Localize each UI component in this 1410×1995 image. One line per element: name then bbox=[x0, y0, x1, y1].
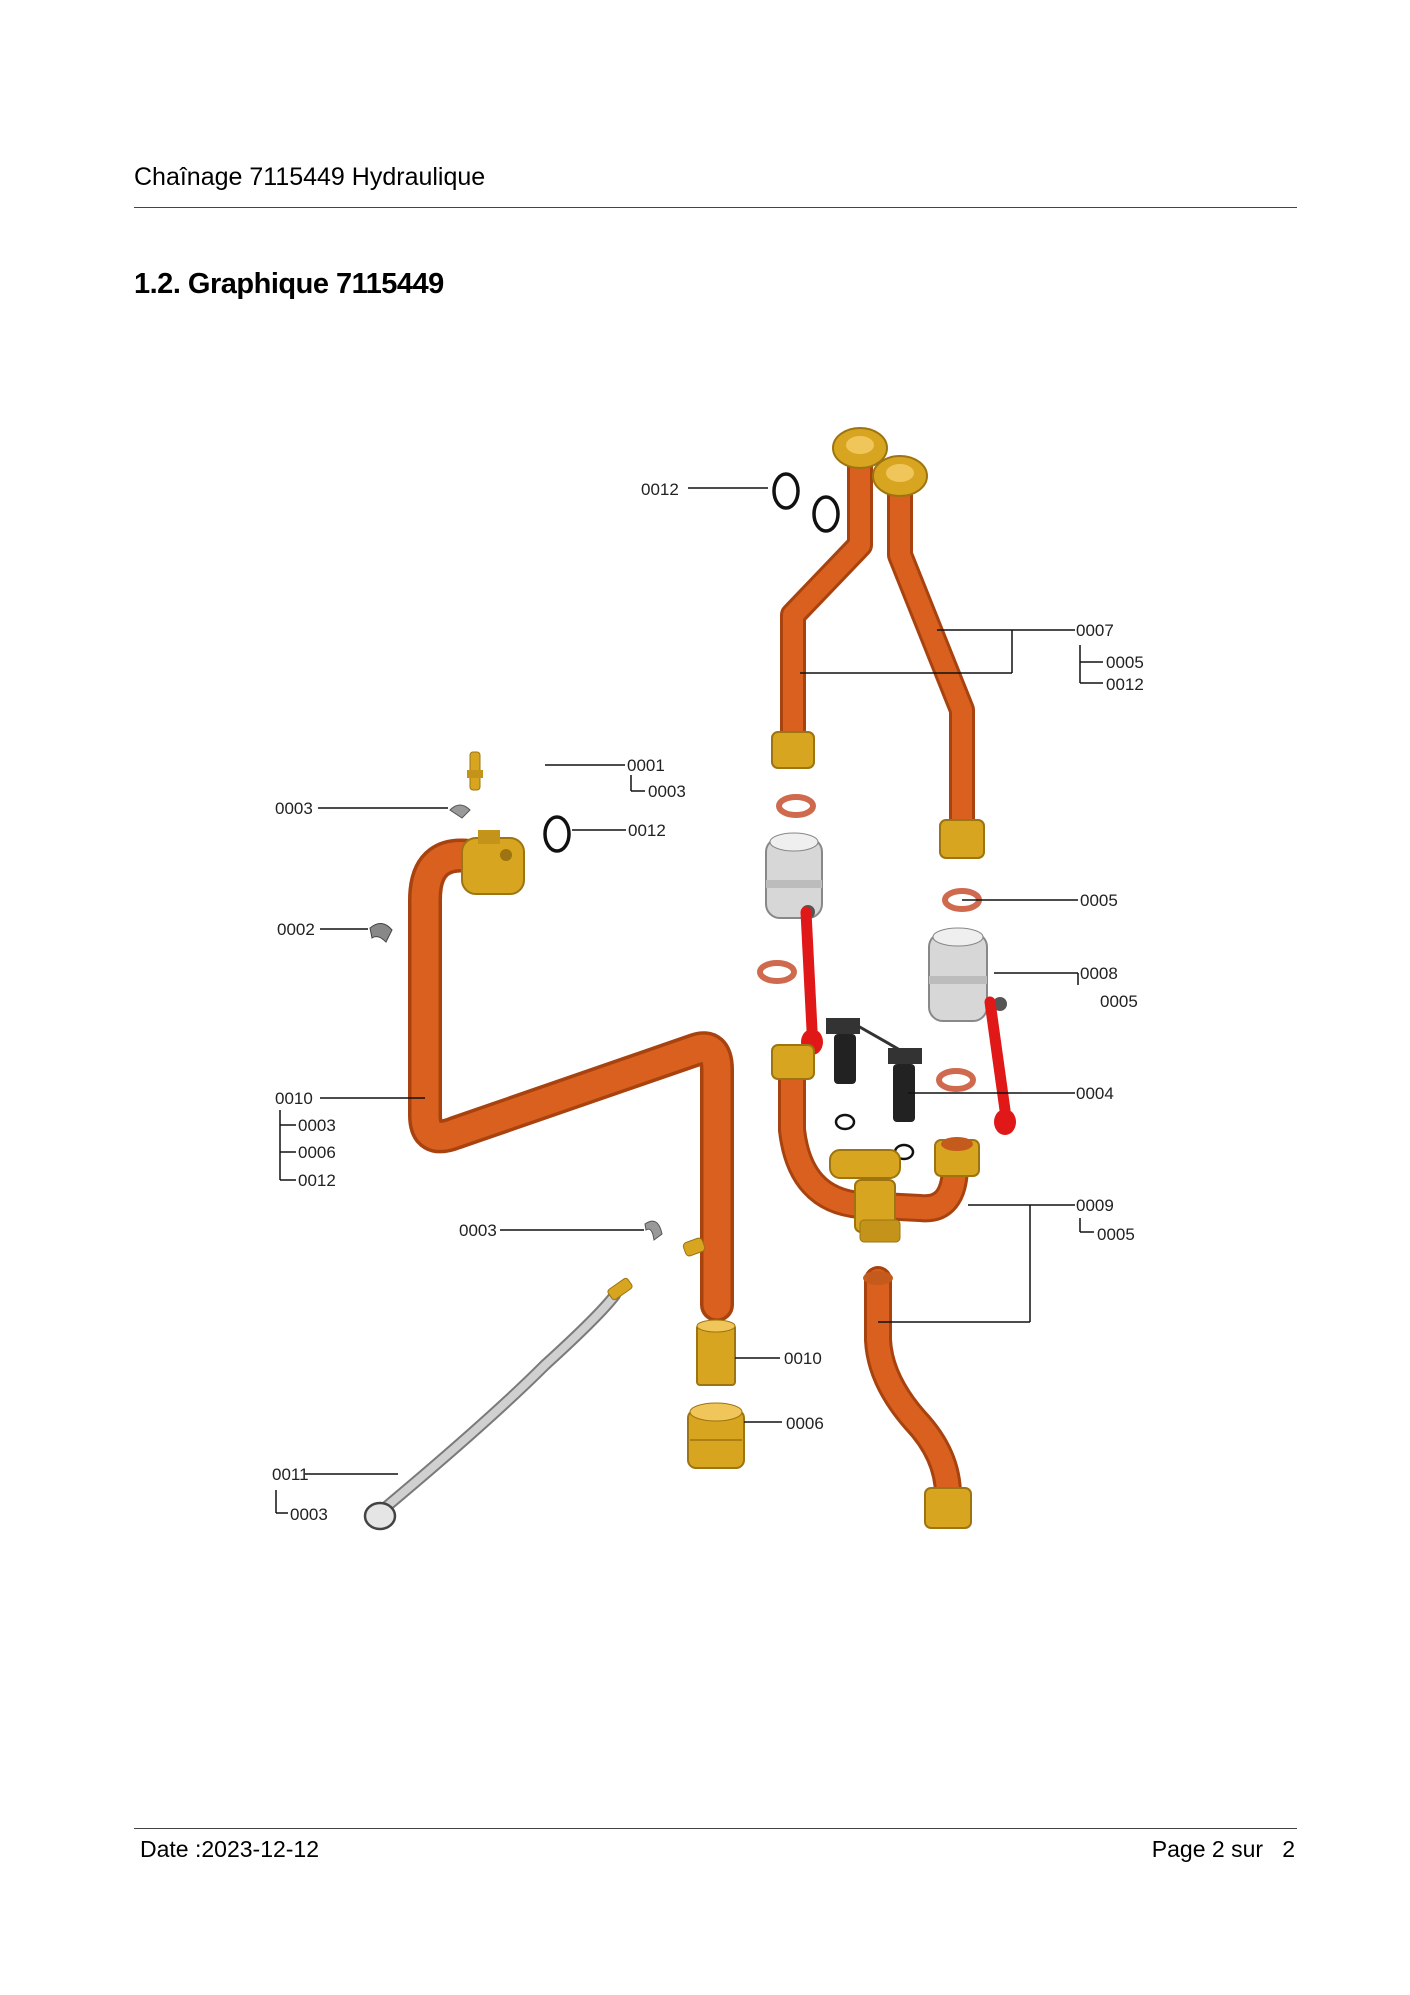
footer-page-number: Page 2 sur 2 bbox=[1151, 1836, 1295, 1862]
upper-pipe-left bbox=[780, 437, 873, 758]
lower-s-pipe bbox=[863, 1266, 962, 1509]
nut-fitting bbox=[687, 1402, 745, 1469]
pipe-nipple bbox=[682, 1237, 706, 1257]
callout-0010-main: 0010 bbox=[275, 1089, 313, 1108]
clip-0002 bbox=[369, 923, 393, 943]
upper-pipe-fittings bbox=[771, 427, 985, 859]
hose-end-fitting bbox=[607, 1277, 633, 1301]
manifold-body bbox=[771, 1044, 980, 1243]
callout-0008: 0008 bbox=[1080, 964, 1118, 983]
ball-valve-right bbox=[928, 927, 1016, 1135]
callout-0006: 0006 bbox=[786, 1414, 824, 1433]
callout-0008-sub-0005: 0005 bbox=[1100, 992, 1138, 1011]
callout-0007: 0007 bbox=[1076, 621, 1114, 640]
callout-0009-sub-0005: 0005 bbox=[1097, 1225, 1135, 1244]
long-z-pipe bbox=[408, 838, 734, 1322]
callout-0010-sleeve: 0010 bbox=[784, 1349, 822, 1368]
clip-0003-lower bbox=[644, 1220, 663, 1241]
callout-0001-sub-0003: 0003 bbox=[648, 782, 686, 801]
callout-0010-sub-0006: 0006 bbox=[298, 1143, 336, 1162]
o-ring-vent bbox=[543, 815, 571, 853]
flexible-hose bbox=[374, 1289, 621, 1518]
temperature-sensors bbox=[826, 1018, 922, 1161]
callout-0011: 0011 bbox=[272, 1465, 309, 1484]
callout-0001: 0001 bbox=[627, 756, 665, 775]
footer-divider bbox=[134, 1828, 1297, 1829]
ball-valve-left bbox=[765, 832, 823, 1055]
document-header-title: Chaînage 7115449 Hydraulique bbox=[134, 163, 486, 191]
callout-0003-lower: 0003 bbox=[459, 1221, 497, 1240]
callout-0010-sub-0012: 0012 bbox=[298, 1171, 336, 1190]
callout-0007-sub-0012: 0012 bbox=[1106, 675, 1144, 694]
callout-0003-left: 0003 bbox=[275, 799, 313, 818]
copper-gaskets bbox=[757, 794, 982, 1092]
air-vent-valve bbox=[467, 751, 483, 791]
callout-0010-sub-0003: 0003 bbox=[298, 1116, 336, 1135]
leader-lines bbox=[275, 487, 1103, 1514]
callout-0005: 0005 bbox=[1080, 891, 1118, 910]
air-vent-body bbox=[461, 830, 525, 895]
callout-0012-top: 0012 bbox=[641, 480, 679, 499]
callout-0007-sub-0005: 0005 bbox=[1106, 653, 1144, 672]
clip-0003 bbox=[449, 804, 471, 819]
sleeve bbox=[696, 1319, 736, 1386]
lower-s-pipe-fitting bbox=[924, 1487, 972, 1529]
section-title: 1.2. Graphique 7115449 bbox=[134, 268, 444, 300]
footer-date: Date :2023-12-12 bbox=[140, 1836, 320, 1862]
o-ring-pair-top bbox=[772, 472, 840, 533]
callout-0011-sub-0003: 0003 bbox=[290, 1505, 328, 1524]
upper-pipe-right bbox=[887, 465, 975, 843]
callout-0009: 0009 bbox=[1076, 1196, 1114, 1215]
callout-0004: 0004 bbox=[1076, 1084, 1114, 1103]
callout-0002: 0002 bbox=[277, 920, 315, 939]
hose-cap bbox=[363, 1501, 397, 1531]
header-divider bbox=[134, 207, 1297, 208]
callout-0012-mid: 0012 bbox=[628, 821, 666, 840]
